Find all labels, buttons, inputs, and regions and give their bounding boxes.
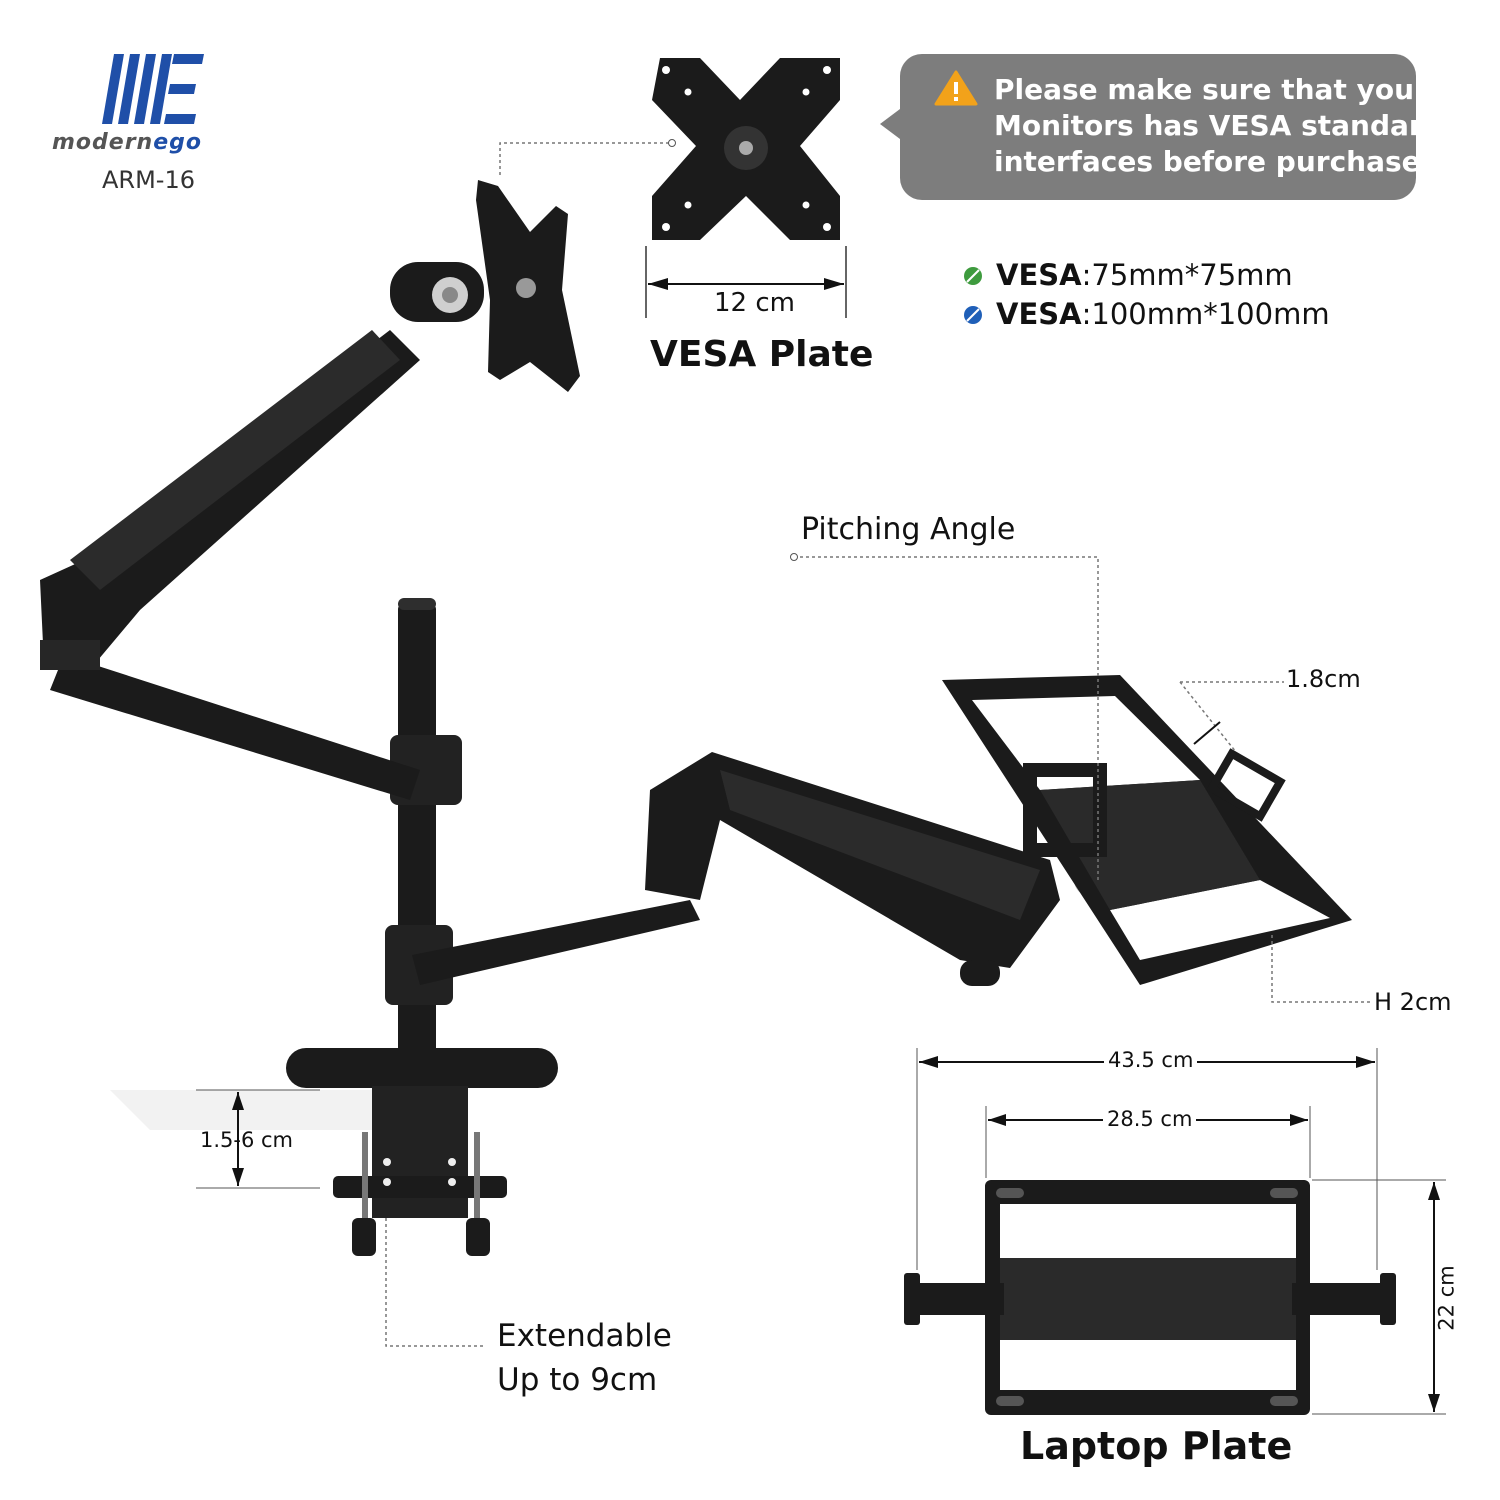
green-dot-icon [964, 267, 982, 285]
thickness-label: 1.8cm [1286, 665, 1361, 693]
extendable-label: Extendable [497, 1318, 672, 1354]
spec-vesa-75: VESA:75mm*75mm [996, 258, 1293, 292]
laptop-plate-title: Laptop Plate [1020, 1424, 1293, 1468]
pitching-angle-label: Pitching Angle [801, 512, 1016, 547]
depth-label: 22 cm [1434, 1265, 1459, 1331]
vesa-plate-title: VESA Plate [650, 334, 874, 375]
outer-width-label: 43.5 cm [1104, 1048, 1198, 1072]
extendable-range-label: Up to 9cm [497, 1362, 658, 1398]
notice-text: Please make sure that your Monitors has … [994, 73, 1443, 178]
height-label: H 2cm [1374, 988, 1452, 1016]
spec-vesa-100: VESA:100mm*100mm [996, 297, 1330, 331]
brand-name: modernego [52, 130, 203, 155]
logo-mark-icon [102, 54, 204, 124]
blue-dot-icon [964, 306, 982, 324]
model-number: ARM-16 [102, 166, 195, 194]
warning-icon [934, 70, 978, 106]
vesa-plate-graphic [652, 58, 840, 240]
clamp-range-label: 1.5-6 cm [200, 1128, 294, 1152]
vesa-width-label: 12 cm [714, 288, 795, 318]
notice-bubble [900, 54, 1416, 200]
inner-width-label: 28.5 cm [1103, 1107, 1197, 1131]
notice-pointer [880, 106, 904, 142]
